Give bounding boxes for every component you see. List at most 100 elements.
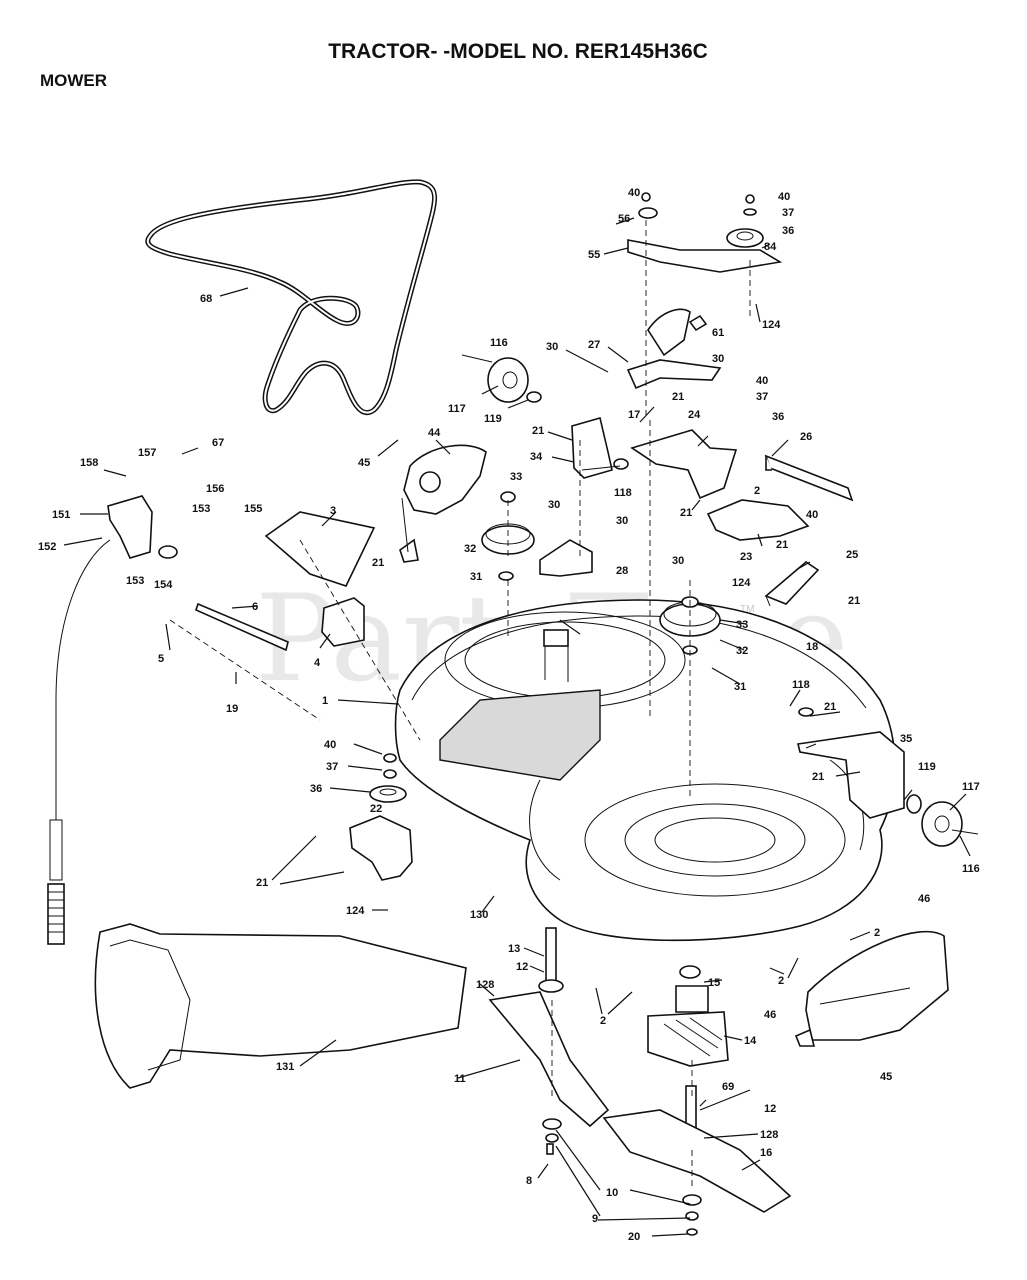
label-56: 56 bbox=[618, 213, 630, 225]
label-36c: 36 bbox=[310, 783, 322, 795]
callout-labels: 68 67 158 157 156 151 153 155 152 153 15… bbox=[38, 187, 980, 1243]
label-18: 18 bbox=[806, 641, 818, 653]
label-23: 23 bbox=[740, 551, 752, 563]
label-21a: 21 bbox=[372, 557, 384, 569]
label-40a: 40 bbox=[628, 187, 640, 199]
alignment-lines bbox=[169, 220, 751, 1190]
label-33a: 33 bbox=[510, 471, 522, 483]
label-8: 8 bbox=[526, 1175, 532, 1187]
label-37b: 37 bbox=[756, 391, 768, 403]
label-21c: 21 bbox=[672, 391, 684, 403]
bracket-24 bbox=[630, 429, 738, 500]
section-title: MOWER bbox=[40, 71, 107, 90]
label-37c: 37 bbox=[326, 761, 338, 773]
belt-part bbox=[145, 179, 438, 415]
label-30b: 30 bbox=[548, 499, 560, 511]
label-44: 44 bbox=[428, 427, 441, 439]
label-3: 3 bbox=[330, 505, 336, 517]
label-153b: 153 bbox=[126, 575, 144, 587]
idler-arm-27 bbox=[626, 308, 722, 390]
label-124a: 124 bbox=[762, 319, 781, 331]
blade-11 bbox=[488, 991, 610, 1128]
label-45b: 45 bbox=[880, 1071, 892, 1083]
bracket-25 bbox=[764, 560, 820, 607]
label-40d: 40 bbox=[806, 509, 818, 521]
label-128b: 128 bbox=[760, 1129, 778, 1141]
label-116b: 116 bbox=[962, 863, 980, 875]
label-10: 10 bbox=[606, 1187, 618, 1199]
label-25: 25 bbox=[846, 549, 858, 561]
bracket-35 bbox=[797, 707, 979, 847]
label-2c: 2 bbox=[600, 1015, 606, 1027]
label-46b: 46 bbox=[764, 1009, 776, 1021]
label-2b: 2 bbox=[874, 927, 880, 939]
label-22: 22 bbox=[370, 803, 382, 815]
label-32b: 32 bbox=[736, 645, 748, 657]
label-31b: 31 bbox=[734, 681, 746, 693]
bracket-4 bbox=[321, 597, 365, 647]
label-84: 84 bbox=[764, 241, 777, 253]
blade-16 bbox=[602, 1109, 792, 1213]
label-157: 157 bbox=[138, 447, 156, 459]
page-title: TRACTOR- -MODEL NO. RER145H36C bbox=[328, 40, 708, 63]
label-67: 67 bbox=[212, 437, 224, 449]
pulley-36-left bbox=[369, 753, 407, 803]
label-1: 1 bbox=[322, 695, 328, 707]
label-35: 35 bbox=[900, 733, 912, 745]
bracket-34 bbox=[571, 417, 629, 479]
bracket-151 bbox=[107, 495, 178, 559]
label-30d: 30 bbox=[712, 353, 724, 365]
label-11: 11 bbox=[454, 1073, 466, 1085]
label-155: 155 bbox=[244, 503, 262, 515]
label-37a: 37 bbox=[782, 207, 794, 219]
label-117b: 117 bbox=[962, 781, 980, 793]
label-36a: 36 bbox=[782, 225, 794, 237]
label-152: 152 bbox=[38, 541, 56, 553]
control-cable-152 bbox=[47, 539, 111, 945]
spindle-housing-14 bbox=[647, 965, 729, 1067]
label-45a: 45 bbox=[358, 457, 370, 469]
label-151: 151 bbox=[52, 509, 70, 521]
label-124b: 124 bbox=[732, 577, 751, 589]
label-36b: 36 bbox=[772, 411, 784, 423]
label-2d: 2 bbox=[778, 975, 784, 987]
label-40c: 40 bbox=[756, 375, 768, 387]
label-158: 158 bbox=[80, 457, 98, 469]
label-27: 27 bbox=[588, 339, 600, 351]
label-24: 24 bbox=[688, 409, 701, 421]
label-118b: 118 bbox=[792, 679, 810, 691]
label-55: 55 bbox=[588, 249, 600, 261]
label-21h: 21 bbox=[812, 771, 824, 783]
label-124c: 124 bbox=[346, 905, 365, 917]
label-119a: 119 bbox=[484, 413, 502, 425]
baffle-23 bbox=[706, 499, 810, 541]
label-19: 19 bbox=[226, 703, 238, 715]
rod-26 bbox=[764, 454, 854, 502]
label-118a: 118 bbox=[614, 487, 632, 499]
label-12b: 12 bbox=[764, 1103, 776, 1115]
bracket-28 bbox=[539, 539, 593, 577]
label-46a: 46 bbox=[918, 893, 930, 905]
label-119b: 119 bbox=[918, 761, 936, 773]
label-13: 13 bbox=[508, 943, 520, 955]
label-4: 4 bbox=[314, 657, 321, 669]
idler-pulley-117 bbox=[461, 354, 542, 403]
bracket-44 bbox=[399, 444, 487, 563]
bracket-22 bbox=[349, 815, 413, 881]
label-40b: 40 bbox=[778, 191, 790, 203]
label-69: 69 bbox=[722, 1081, 734, 1093]
plate-3 bbox=[264, 511, 376, 587]
spindle-13 bbox=[538, 927, 564, 993]
label-116a: 116 bbox=[490, 337, 508, 349]
label-154: 154 bbox=[154, 579, 173, 591]
label-21f: 21 bbox=[848, 595, 860, 607]
label-16: 16 bbox=[760, 1147, 772, 1159]
rod-6 bbox=[195, 602, 289, 652]
leader-lines bbox=[63, 217, 971, 1237]
label-33b: 33 bbox=[736, 619, 748, 631]
label-14: 14 bbox=[744, 1035, 757, 1047]
label-128a: 128 bbox=[476, 979, 494, 991]
label-30c: 30 bbox=[616, 515, 628, 527]
label-40e: 40 bbox=[324, 739, 336, 751]
